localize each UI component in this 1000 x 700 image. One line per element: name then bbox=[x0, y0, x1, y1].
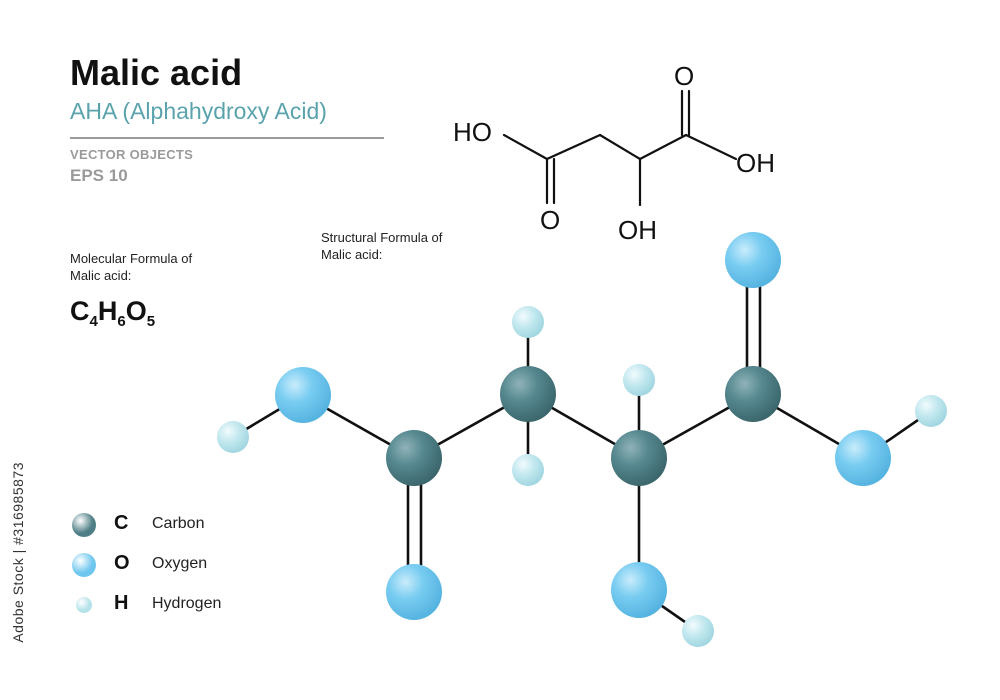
legend-name: Carbon bbox=[152, 515, 205, 532]
oxygen-atom bbox=[611, 562, 667, 618]
hydrogen-atom bbox=[915, 395, 947, 427]
structural-formula-label: Structural Formula of Malic acid: bbox=[321, 230, 443, 262]
formula-count: 5 bbox=[146, 313, 156, 330]
stock-watermark: Adobe Stock | #316985873 bbox=[10, 462, 26, 643]
ho-left-label: HO bbox=[453, 117, 492, 147]
hydrogen-atom bbox=[512, 306, 544, 338]
formula-element: H bbox=[97, 296, 118, 326]
carbon-atom bbox=[725, 366, 781, 422]
bond-c4-oh bbox=[684, 133, 738, 161]
legend-symbol: C bbox=[114, 512, 129, 534]
eps-label: EPS 10 bbox=[70, 166, 128, 185]
legend-symbol: O bbox=[114, 552, 130, 574]
legend-hydrogen: H Hydrogen bbox=[68, 590, 268, 620]
structural-formula-diagram: HO O O OH OH bbox=[453, 61, 775, 245]
page-title: Malic acid bbox=[70, 52, 243, 93]
molecular-formula: C4H6O5 bbox=[70, 296, 155, 330]
bond-c2-c3 bbox=[598, 133, 642, 161]
page-subtitle: AHA (Alphahydroxy Acid) bbox=[70, 98, 327, 124]
legend-oxygen: O Oxygen bbox=[68, 550, 268, 580]
formula-count: 4 bbox=[89, 313, 98, 330]
oxygen-atom bbox=[725, 232, 781, 288]
hydrogen-atom bbox=[623, 364, 655, 396]
hydrogen-atom bbox=[682, 615, 714, 647]
carbon-atom bbox=[386, 430, 442, 486]
carbon-ball-icon bbox=[72, 513, 96, 537]
bond-c1-c2 bbox=[545, 133, 602, 161]
vector-objects-label: VECTOR OBJECTS bbox=[70, 147, 194, 162]
o-left-bottom-label: O bbox=[540, 205, 560, 235]
hydrogen-atom bbox=[512, 454, 544, 486]
legend-carbon: C Carbon bbox=[68, 510, 268, 540]
oh-bottom-label: OH bbox=[618, 215, 657, 245]
header-divider bbox=[70, 137, 384, 139]
legend-name: Oxygen bbox=[152, 555, 208, 572]
oxygen-atom bbox=[835, 430, 891, 486]
oxygen-atom bbox=[386, 564, 442, 620]
oxygen-atom bbox=[275, 367, 331, 423]
bond-ho-c1 bbox=[502, 133, 549, 161]
hydrogen-atom bbox=[217, 421, 249, 453]
formula-count: 6 bbox=[117, 313, 126, 330]
legend-name: Hydrogen bbox=[152, 595, 222, 612]
o-top-right-label: O bbox=[674, 61, 694, 91]
formula-element: C bbox=[70, 296, 90, 326]
formula-element: O bbox=[125, 296, 147, 326]
carbon-atom bbox=[500, 366, 556, 422]
legend-symbol: H bbox=[114, 592, 129, 614]
carbon-atom bbox=[611, 430, 667, 486]
oh-right-label: OH bbox=[736, 148, 775, 178]
bond-c3-c4 bbox=[638, 133, 688, 161]
hydrogen-ball-icon bbox=[76, 597, 92, 613]
oxygen-ball-icon bbox=[72, 553, 96, 577]
molecular-formula-label: Molecular Formula of Malic acid: bbox=[70, 251, 193, 283]
